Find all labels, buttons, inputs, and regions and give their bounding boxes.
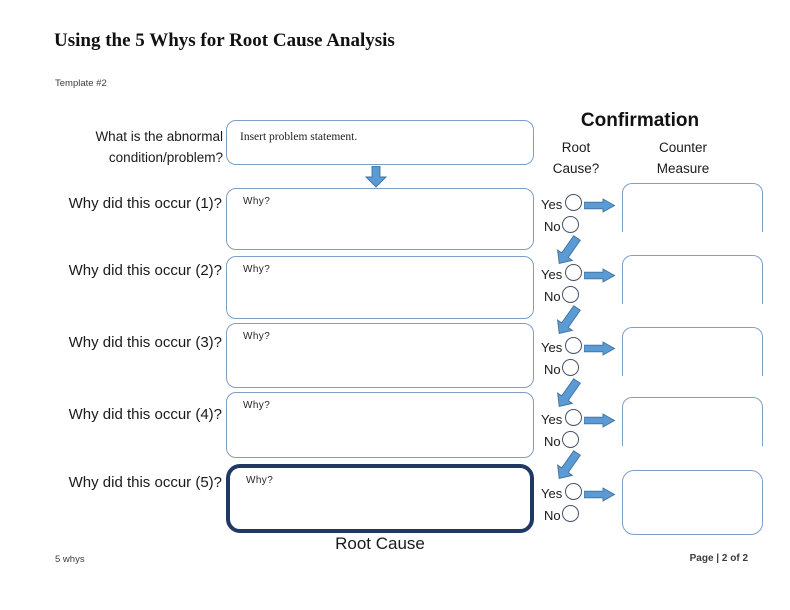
no-diagonal-arrow-icon <box>557 378 581 407</box>
no-radio-1[interactable] <box>562 216 579 233</box>
no-label-4: No <box>544 434 561 449</box>
counter-measure-field-4[interactable] <box>622 397 763 446</box>
down-arrow-icon <box>365 166 387 188</box>
why-field-5-root-cause[interactable]: Why? <box>226 464 534 533</box>
page-title: Using the 5 Whys for Root Cause Analysis <box>54 30 395 51</box>
no-label-1: No <box>544 219 561 234</box>
yes-radio-1[interactable] <box>565 194 582 211</box>
yes-radio-5[interactable] <box>565 483 582 500</box>
root-cause-header-line2: Cause? <box>552 161 600 176</box>
no-diagonal-arrow-icon <box>557 305 581 334</box>
confirmation-heading: Confirmation <box>580 110 700 131</box>
yes-right-arrow-icon <box>584 341 616 356</box>
no-label-3: No <box>544 362 561 377</box>
counter-measure-header-line2: Measure <box>656 161 710 176</box>
why-label-4: Why did this occur (4)? <box>68 406 222 423</box>
yes-label-4: Yes <box>541 412 563 427</box>
root-cause-column-header: Root Cause? <box>537 137 615 179</box>
yes-radio-4[interactable] <box>565 409 582 426</box>
why-label-5: Why did this occur (5)? <box>68 474 222 491</box>
problem-statement-hint: Insert problem statement. <box>240 131 358 143</box>
no-radio-3[interactable] <box>562 359 579 376</box>
counter-measure-field-5[interactable] <box>622 470 763 535</box>
yes-right-arrow-icon <box>584 268 616 283</box>
footer-document-name: 5 whys <box>55 554 85 565</box>
why-field-4[interactable]: Why? <box>226 392 534 458</box>
counter-measure-field-2[interactable] <box>622 255 763 304</box>
problem-question-label: What is the abnormal condition/problem? <box>28 126 223 168</box>
no-radio-4[interactable] <box>562 431 579 448</box>
why-field-1[interactable]: Why? <box>226 188 534 250</box>
problem-statement-field[interactable]: Insert problem statement. <box>226 120 534 165</box>
yes-right-arrow-icon <box>584 413 616 428</box>
counter-measure-header-line1: Counter <box>658 140 708 155</box>
yes-label-5: Yes <box>541 486 563 501</box>
footer-page-number: Page | 2 of 2 <box>689 553 748 564</box>
counter-measure-field-1[interactable] <box>622 183 763 232</box>
why-hint-5: Why? <box>246 475 274 486</box>
yes-radio-3[interactable] <box>565 337 582 354</box>
problem-question-line1: What is the abnormal <box>95 129 223 144</box>
why-hint-4: Why? <box>243 400 271 411</box>
why-field-3[interactable]: Why? <box>226 323 534 388</box>
no-radio-2[interactable] <box>562 286 579 303</box>
root-cause-header-line1: Root <box>561 140 591 155</box>
no-diagonal-arrow-icon <box>557 235 581 264</box>
no-label-5: No <box>544 508 561 523</box>
no-label-2: No <box>544 289 561 304</box>
yes-label-2: Yes <box>541 267 563 282</box>
yes-radio-2[interactable] <box>565 264 582 281</box>
why-hint-2: Why? <box>243 264 271 275</box>
yes-label-3: Yes <box>541 340 563 355</box>
why-hint-3: Why? <box>243 331 271 342</box>
why-label-3: Why did this occur (3)? <box>68 334 222 351</box>
template-label: Template #2 <box>55 78 107 89</box>
why-hint-1: Why? <box>243 196 271 207</box>
counter-measure-field-3[interactable] <box>622 327 763 376</box>
why-field-2[interactable]: Why? <box>226 256 534 319</box>
yes-label-1: Yes <box>541 197 563 212</box>
why-label-2: Why did this occur (2)? <box>68 262 222 279</box>
yes-right-arrow-icon <box>584 487 616 502</box>
counter-measure-column-header: Counter Measure <box>638 137 728 179</box>
yes-right-arrow-icon <box>584 198 616 213</box>
no-diagonal-arrow-icon <box>557 450 581 479</box>
no-radio-5[interactable] <box>562 505 579 522</box>
why-label-1: Why did this occur (1)? <box>68 195 222 212</box>
problem-question-line2: condition/problem? <box>108 150 223 165</box>
root-cause-caption: Root Cause <box>335 534 425 553</box>
